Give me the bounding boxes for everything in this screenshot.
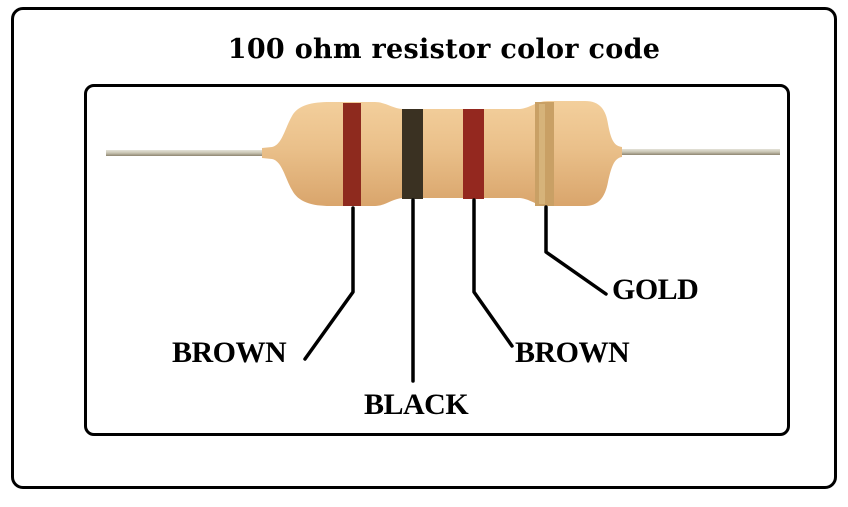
leader-line-band3 <box>472 198 514 348</box>
outer-frame <box>11 7 837 489</box>
gold-band-highlight <box>539 104 545 204</box>
label-band4: GOLD <box>612 273 699 306</box>
band-3-brown <box>463 109 484 199</box>
left-lead <box>106 150 266 156</box>
right-lead <box>618 149 780 155</box>
diagram-title: 100 ohm resistor color code <box>227 34 661 65</box>
band-2-black <box>402 109 423 199</box>
label-band1: BROWN <box>172 336 287 369</box>
leader-line-band4 <box>544 205 608 296</box>
label-band2: BLACK <box>364 388 469 421</box>
inner-frame <box>84 84 790 436</box>
resistor-body <box>262 101 622 206</box>
leader-line-band1 <box>303 206 355 361</box>
label-band3: BROWN <box>515 336 630 369</box>
band-1-brown <box>343 103 361 206</box>
